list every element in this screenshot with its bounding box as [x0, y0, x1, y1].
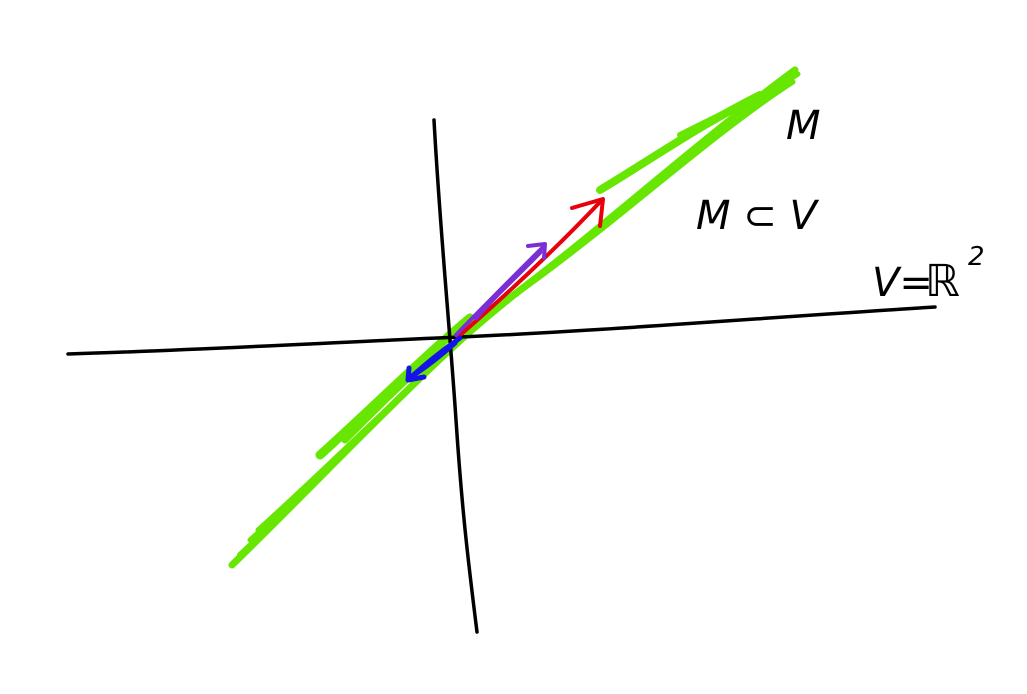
blue-vector	[405, 335, 463, 383]
purple-vector	[454, 242, 547, 337]
subspace-line-m	[228, 66, 801, 569]
x-axis	[66, 305, 937, 356]
red-vector	[456, 197, 605, 339]
label-space-prefix: V=	[872, 260, 933, 306]
label-inclusion: M ⊂ V	[696, 193, 819, 239]
y-axis	[432, 118, 479, 634]
label-space-field: ℝ	[925, 256, 960, 307]
label-space-v: V= ℝ 2	[872, 242, 985, 307]
label-subspace-m: M	[786, 103, 821, 149]
label-space-exponent: 2	[968, 242, 985, 272]
